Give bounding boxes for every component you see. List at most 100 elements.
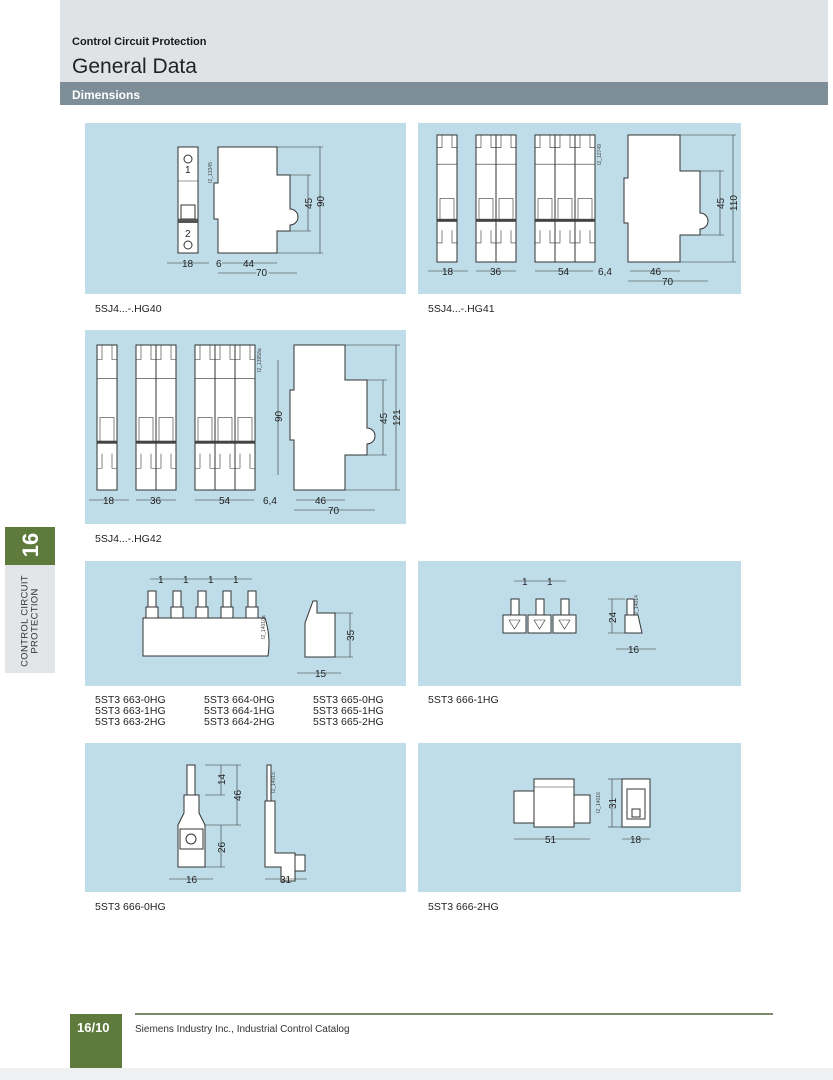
svg-text:36: 36 [490, 267, 502, 278]
breaker-pole [574, 134, 596, 263]
svg-text:18: 18 [630, 835, 642, 846]
svg-text:1: 1 [158, 575, 164, 586]
section-label: Control Circuit Protection [72, 36, 207, 48]
svg-text:1: 1 [208, 575, 214, 586]
breaker-pole [475, 134, 497, 263]
drawing-hg42: I2_13958a 90 45 121 18 36 54 6,4 46 70 [85, 330, 406, 524]
svg-text:6,4: 6,4 [598, 267, 612, 278]
svg-text:18: 18 [442, 267, 454, 278]
svg-text:90: 90 [274, 410, 285, 422]
svg-text:1: 1 [522, 577, 528, 588]
svg-text:26: 26 [217, 841, 228, 853]
dimensions-heading: Dimensions [72, 88, 141, 102]
busbar-pin-collar [195, 606, 209, 619]
svg-text:36: 36 [150, 496, 162, 507]
caption-666-0hg: 5ST3 666-0HG [95, 901, 166, 913]
svg-text:I2_14010a: I2_14010a [261, 615, 267, 639]
busbar-pin-collar [170, 606, 184, 619]
caption-hg40: 5SJ4...-.HG40 [95, 303, 162, 315]
terminal-pin [535, 598, 545, 616]
svg-text:I2_13345: I2_13345 [208, 162, 214, 183]
page-number: 16/10 [70, 1014, 122, 1068]
busbar-pin-collar [220, 606, 234, 619]
page-header [60, 0, 828, 82]
svg-text:45: 45 [716, 197, 727, 209]
terminal-block [552, 614, 577, 634]
svg-text:6,4: 6,4 [263, 496, 277, 507]
svg-text:54: 54 [558, 267, 570, 278]
terminal-block [502, 614, 527, 634]
triangle-icon [508, 619, 521, 630]
svg-text:35: 35 [346, 629, 357, 641]
svg-text:31: 31 [608, 797, 619, 809]
drawing-666-2hg: I2_14016 51 31 18 [418, 743, 741, 892]
busbar-pin [222, 590, 232, 609]
breaker-pole [234, 344, 256, 491]
svg-text:110: 110 [729, 195, 740, 211]
busbar-pin [197, 590, 207, 609]
svg-text:6: 6 [216, 259, 222, 270]
drawing-666-0hg: 14 46 26 16 I2_14015 31 [85, 743, 406, 892]
busbar-pin-collar [245, 606, 259, 619]
svg-text:1: 1 [183, 575, 189, 586]
triangle-icon [533, 619, 546, 630]
svg-text:46: 46 [233, 789, 244, 801]
svg-text:16: 16 [186, 875, 198, 886]
terminal-pin [560, 598, 570, 616]
busbar-pin [172, 590, 182, 609]
busbar-pin [147, 590, 157, 609]
caption-hg42: 5SJ4...-.HG42 [95, 533, 162, 545]
svg-text:31: 31 [280, 875, 292, 886]
footer-text: Siemens Industry Inc., Industrial Contro… [135, 1024, 350, 1035]
svg-text:I2_12749: I2_12749 [597, 144, 603, 165]
dimensions-bar: Dimensions [60, 82, 828, 105]
breaker-pole [96, 344, 118, 491]
terminal-pin [510, 598, 520, 616]
svg-text:14: 14 [217, 773, 228, 785]
page-bottom-edge [0, 1068, 833, 1080]
breaker-pole [194, 344, 216, 491]
svg-text:I2_13958a: I2_13958a [257, 348, 263, 372]
svg-text:121: 121 [392, 409, 403, 426]
caption-hg41: 5SJ4...-.HG41 [428, 303, 495, 315]
svg-text:I2_14014: I2_14014 [634, 595, 640, 616]
svg-text:46: 46 [315, 496, 327, 507]
svg-text:70: 70 [256, 268, 268, 279]
caption-666-1hg: 5ST3 666-1HG [428, 694, 499, 706]
svg-text:70: 70 [662, 277, 674, 288]
svg-text:46: 46 [650, 267, 662, 278]
svg-text:15: 15 [315, 669, 327, 680]
drawing-hg40: 1 2 I2_13345 45 90 18 6 44 70 [85, 123, 406, 294]
svg-text:51: 51 [545, 835, 557, 846]
page-title: General Data [72, 55, 197, 78]
footer-rule [135, 1013, 773, 1015]
breaker-pole [534, 134, 556, 263]
svg-text:70: 70 [328, 506, 340, 517]
triangle-icon [558, 619, 571, 630]
svg-text:1: 1 [233, 575, 239, 586]
svg-text:1: 1 [547, 577, 553, 588]
breaker-pole [155, 344, 177, 491]
breaker-pole [495, 134, 517, 263]
svg-text:I2_14015: I2_14015 [271, 772, 277, 793]
drawing-busbar-comb: 1 1 1 1 I2_14010a 35 15 [85, 561, 406, 686]
breaker-pole [436, 134, 458, 263]
drawing-hg41: I2_12749 45 110 18 36 54 6,4 46 70 [418, 123, 741, 294]
svg-text:90: 90 [316, 195, 327, 207]
svg-text:I2_14016: I2_14016 [596, 792, 602, 813]
breaker-pole [135, 344, 157, 491]
svg-text:45: 45 [304, 197, 315, 209]
chapter-tab-number: 16 [5, 527, 55, 565]
svg-text:1: 1 [185, 165, 191, 176]
caption-666-2hg: 5ST3 666-2HG [428, 901, 499, 913]
busbar-pin [247, 590, 257, 609]
busbar-pin-collar [145, 606, 159, 619]
svg-text:44: 44 [243, 259, 255, 270]
svg-text:54: 54 [219, 496, 231, 507]
svg-text:24: 24 [608, 611, 619, 623]
svg-text:2: 2 [185, 229, 191, 240]
